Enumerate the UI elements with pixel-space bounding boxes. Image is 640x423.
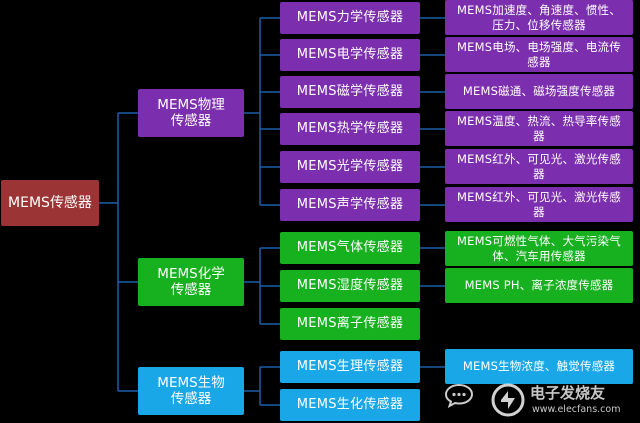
leaf-mechanical: MEMS加速度、角速度、惯性、压力、位移传感器: [445, 0, 633, 35]
leaf-label: MEMS可燃性气体、大气污染气体、汽车用传感器: [457, 233, 621, 263]
leaf-label: MEMS PH、离子浓度传感器: [464, 278, 614, 293]
sub-label: MEMS生理传感器: [296, 359, 404, 375]
watermark: 电子发烧友 www.elecfans.com: [444, 380, 638, 420]
sub-electrical: MEMS电学传感器: [280, 39, 420, 71]
leaf-label: MEMS加速度、角速度、惯性、压力、位移传感器: [457, 2, 621, 32]
category-biological: MEMS生物传感器: [138, 367, 244, 415]
sub-acoustic: MEMS声学传感器: [280, 189, 420, 221]
category-physical-label: MEMS物理传感器: [157, 96, 225, 129]
leaf-label: MEMS生物浓度、触觉传感器: [462, 359, 616, 374]
sub-label: MEMS生化传感器: [296, 397, 404, 413]
sub-label: MEMS电学传感器: [296, 47, 404, 63]
sub-label: MEMS气体传感器: [296, 240, 404, 256]
leaf-label: MEMS温度、热流、热导率传感器: [457, 113, 621, 143]
watermark-url: www.elecfans.com: [532, 404, 621, 415]
root-label: MEMS传感器: [8, 194, 92, 211]
sub-biochemical: MEMS生化传感器: [280, 389, 420, 421]
leaf-label: MEMS电场、电场强度、电流传感器: [457, 39, 621, 69]
sub-physiological: MEMS生理传感器: [280, 351, 420, 383]
sub-label: MEMS光学传感器: [296, 159, 404, 175]
leaf-humidity: MEMS PH、离子浓度传感器: [445, 268, 633, 303]
leaf-physiological: MEMS生物浓度、触觉传感器: [445, 349, 633, 384]
leaf-label: MEMS红外、可见光、激光传感器: [457, 189, 621, 219]
sub-label: MEMS力学传感器: [296, 10, 404, 26]
leaf-magnetic: MEMS磁通、磁场强度传感器: [445, 74, 633, 109]
elecfans-logo-icon: [491, 383, 525, 417]
watermark-brand: 电子发烧友: [530, 384, 606, 402]
sub-label: MEMS声学传感器: [296, 197, 404, 213]
leaf-gas: MEMS可燃性气体、大气污染气体、汽车用传感器: [445, 231, 633, 266]
leaf-optical: MEMS红外、可见光、激光传感器: [445, 149, 633, 184]
category-chemical: MEMS化学传感器: [138, 258, 244, 306]
sub-thermal: MEMS热学传感器: [280, 113, 420, 145]
sub-magnetic: MEMS磁学传感器: [280, 76, 420, 108]
root-node: MEMS传感器: [1, 180, 99, 226]
category-physical: MEMS物理传感器: [138, 89, 244, 137]
speech-bubble-icon: [444, 383, 474, 408]
sub-gas: MEMS气体传感器: [280, 232, 420, 264]
leaf-thermal: MEMS温度、热流、热导率传感器: [445, 111, 633, 146]
sub-label: MEMS热学传感器: [296, 121, 404, 137]
leaf-label: MEMS磁通、磁场强度传感器: [462, 84, 616, 99]
category-biological-label: MEMS生物传感器: [157, 374, 225, 407]
leaf-acoustic: MEMS红外、可见光、激光传感器: [445, 187, 633, 222]
sub-label: MEMS离子传感器: [296, 316, 404, 332]
category-chemical-label: MEMS化学传感器: [157, 265, 225, 298]
leaf-electrical: MEMS电场、电场强度、电流传感器: [445, 37, 633, 72]
sub-mechanical: MEMS力学传感器: [280, 2, 420, 34]
sub-label: MEMS磁学传感器: [296, 84, 404, 100]
sub-humidity: MEMS湿度传感器: [280, 270, 420, 302]
sub-optical: MEMS光学传感器: [280, 151, 420, 183]
sub-label: MEMS湿度传感器: [296, 278, 404, 294]
leaf-label: MEMS红外、可见光、激光传感器: [457, 151, 621, 181]
sub-ion: MEMS离子传感器: [280, 308, 420, 340]
